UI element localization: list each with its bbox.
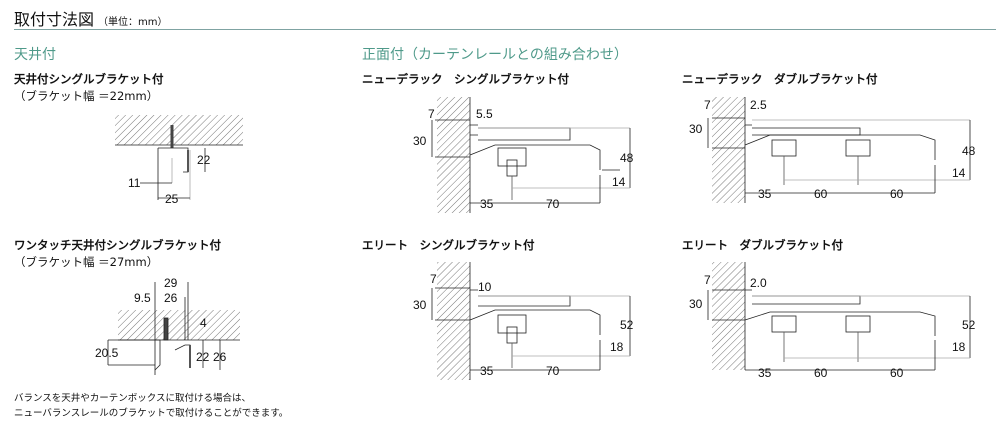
unit-label: （単位：mm） — [98, 17, 168, 28]
panel-title-2: ニューデラック ダブルブラケット付 — [682, 72, 878, 86]
section-front-title: 正面付（カーテンレールとの組み合わせ） — [362, 47, 628, 63]
dim-label: 9.5 — [134, 291, 151, 305]
dim-label: 26 — [164, 291, 178, 305]
ceiling-note: バランスを天井やカーテンボックスに取付ける場合は、 ニューバランスレールのブラケ… — [14, 391, 288, 421]
title-text: 取付寸法図 — [14, 10, 95, 29]
dim-label: 2.0 — [750, 276, 767, 290]
note-line-1: バランスを天井やカーテンボックスに取付ける場合は、 — [14, 393, 252, 404]
dim-label: 35 — [480, 197, 494, 211]
panel-drawing-2 — [707, 97, 971, 203]
dim-label: 7 — [704, 98, 711, 112]
ceiling-single-title: 天井付シングルブラケット付 — [14, 72, 164, 86]
panel-title-1: ニューデラック シングルブラケット付 — [362, 72, 569, 86]
dim-label: 7 — [704, 273, 711, 287]
dim-label: 7 — [430, 272, 437, 286]
dim-label: 22 — [197, 153, 211, 167]
panel-drawing-4 — [707, 262, 971, 371]
dim-label: 35 — [758, 366, 772, 380]
dim-label: 30 — [689, 122, 703, 136]
title-divider — [14, 29, 996, 30]
dim-label: 60 — [890, 187, 904, 201]
onetouch-subtitle: （ブラケット幅 ＝27mm） — [14, 255, 159, 269]
note-line-2: ニューバランスレールのブラケットで取付けることができます。 — [14, 408, 289, 419]
dim-label: 30 — [413, 134, 427, 148]
dim-label: 18 — [610, 340, 624, 354]
ceiling-single-drawing — [115, 115, 243, 200]
section-ceiling-title: 天井付 — [14, 47, 56, 63]
dim-label: 14 — [612, 175, 626, 189]
dim-label: 48 — [620, 151, 634, 165]
dim-label: 70 — [546, 197, 560, 211]
ceiling-single-subtitle: （ブラケット幅 ＝22mm） — [14, 89, 159, 103]
dim-label: 52 — [620, 318, 634, 332]
dim-label: 11 — [128, 176, 141, 190]
dim-label: 18 — [952, 340, 966, 354]
dim-label: 5.5 — [476, 107, 493, 121]
panel-drawing-1 — [431, 97, 631, 213]
dim-label: 60 — [814, 187, 828, 201]
panel-title-4: エリート ダブルブラケット付 — [682, 238, 843, 252]
dim-label: 35 — [480, 364, 494, 378]
dim-label: 60 — [814, 366, 828, 380]
dim-label: 25 — [165, 192, 179, 206]
dim-label: 35 — [758, 187, 772, 201]
dim-label: 70 — [546, 364, 560, 378]
dim-label: 2.5 — [750, 98, 767, 112]
panel-drawing-3 — [431, 262, 631, 380]
dim-label: 26 — [213, 350, 227, 364]
dim-label: 48 — [962, 144, 976, 158]
dim-label: 4 — [200, 316, 207, 330]
dim-label: 7 — [428, 107, 435, 121]
onetouch-drawing — [107, 282, 240, 375]
dim-label: 14 — [952, 166, 966, 180]
page-title: 取付寸法図（単位：mm） — [14, 6, 168, 30]
dim-label: 30 — [413, 298, 427, 312]
dim-label: 22 — [196, 350, 210, 364]
dim-label: 10 — [478, 280, 492, 294]
panel-title-3: エリート シングルブラケット付 — [362, 238, 535, 252]
dim-label: 60 — [890, 366, 904, 380]
dim-label: 30 — [689, 297, 703, 311]
dim-label: 52 — [962, 318, 976, 332]
dim-label: 20.5 — [95, 346, 119, 360]
dim-label: 29 — [164, 276, 178, 290]
onetouch-title: ワンタッチ天井付シングルブラケット付 — [14, 238, 221, 252]
